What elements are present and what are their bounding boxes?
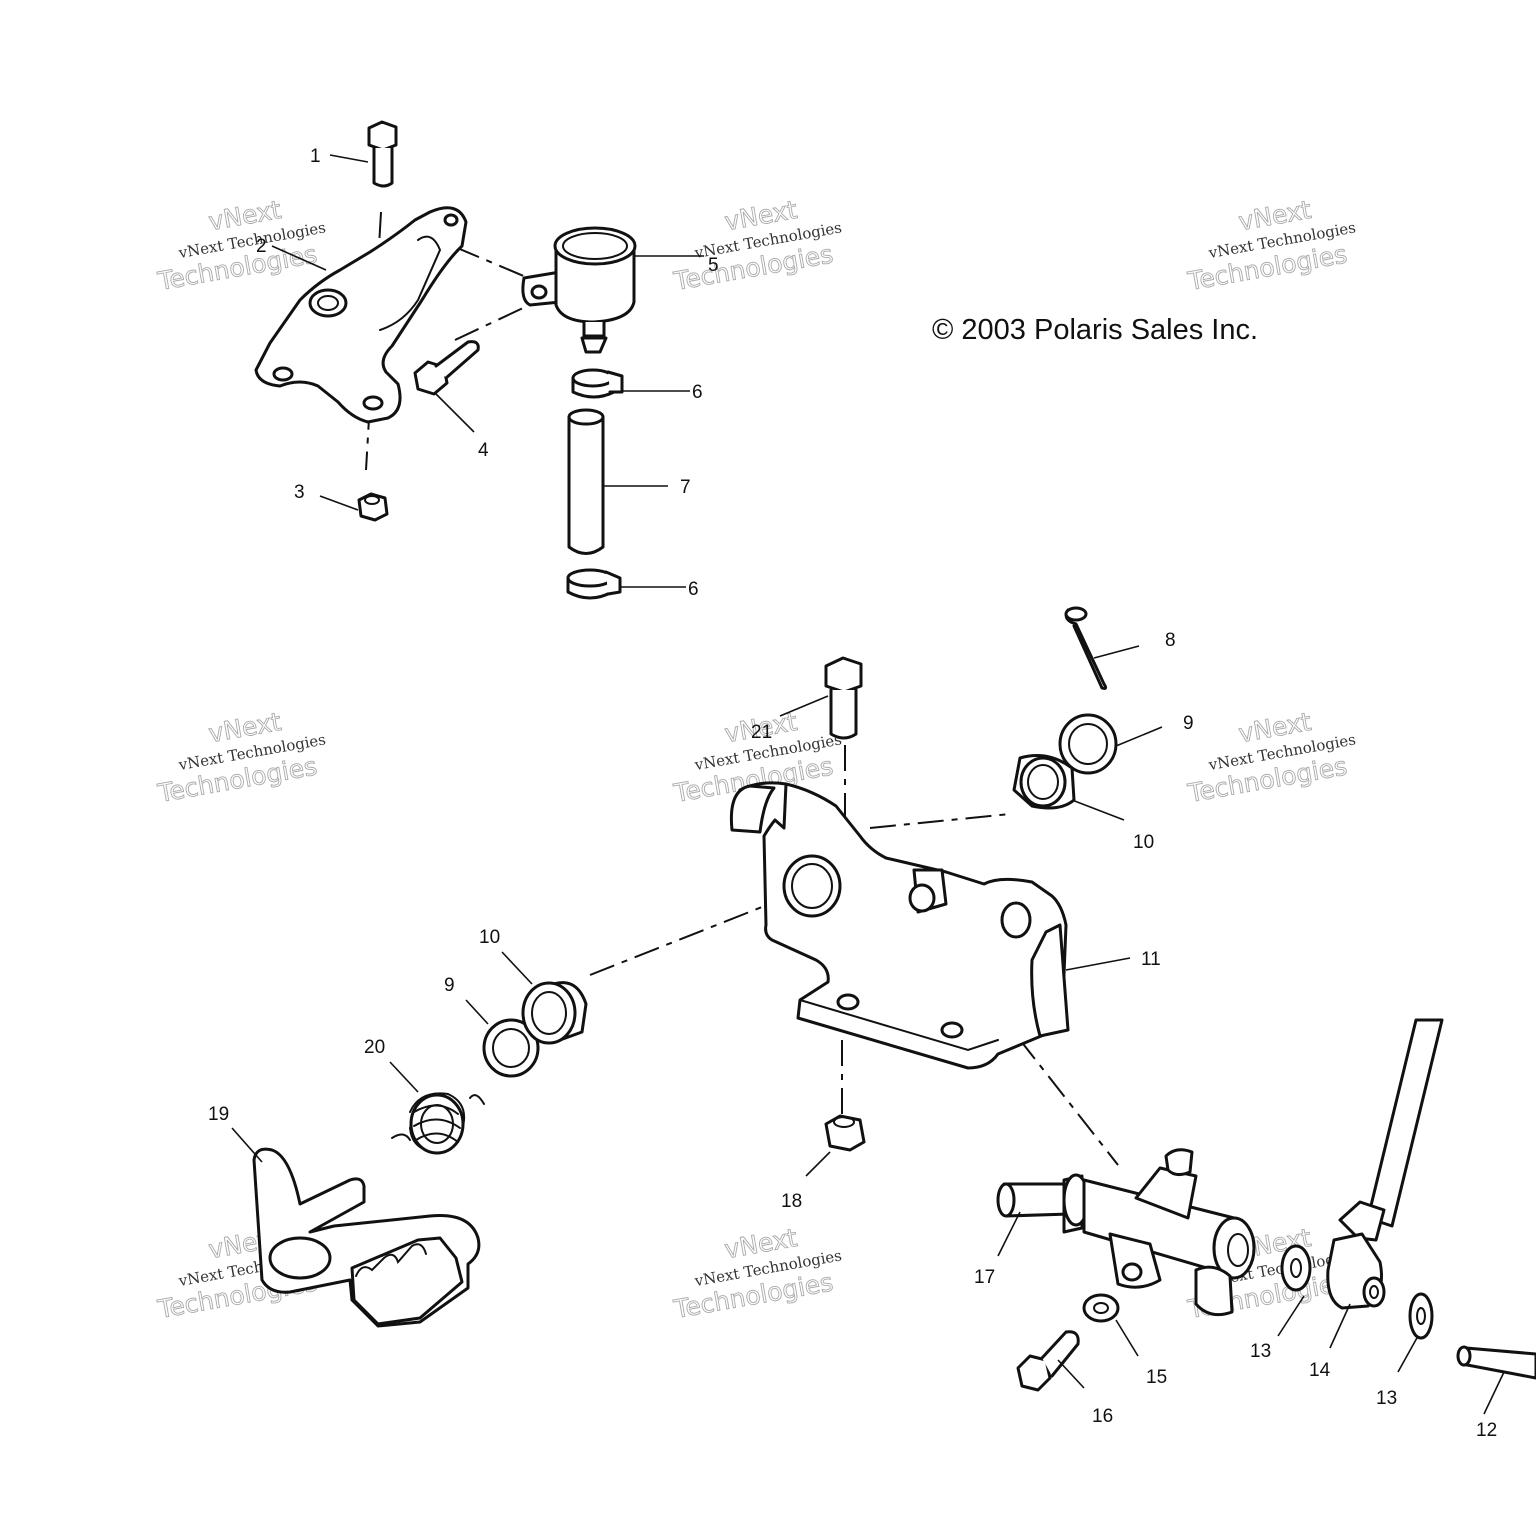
part-17-master-cylinder <box>996 1148 1256 1317</box>
callout-4: 4 <box>478 440 489 461</box>
part-15-washer <box>1082 1293 1120 1323</box>
part-21-bolt <box>824 656 863 740</box>
callout-2: 2 <box>256 236 267 257</box>
copyright-text: © 2003 Polaris Sales Inc. <box>932 314 1258 346</box>
callout-5: 5 <box>708 255 719 276</box>
watermark-top-center: vNext vNext Technologies Technologies <box>671 195 844 297</box>
callout-14: 14 <box>1309 1360 1331 1381</box>
callout-6-lower: 6 <box>688 579 699 600</box>
callout-11: 11 <box>1141 949 1161 970</box>
part-13-washer-left <box>1280 1244 1312 1292</box>
callout-10-left: 10 <box>479 927 500 948</box>
part-10-bushing-right <box>1012 754 1076 810</box>
part-12-pin <box>1456 1345 1536 1380</box>
callout-7: 7 <box>680 477 691 498</box>
callout-19: 19 <box>208 1104 229 1125</box>
callout-18: 18 <box>781 1191 802 1212</box>
callout-1: 1 <box>310 146 321 167</box>
part-6-clamp-lower <box>566 568 622 600</box>
part-14-clevis <box>1326 1018 1444 1310</box>
part-20-spring <box>391 1092 485 1155</box>
part-9-washer-left <box>482 1018 540 1078</box>
part-13-washer-right <box>1408 1292 1434 1340</box>
callout-10-right: 10 <box>1133 832 1154 853</box>
callout-17: 17 <box>974 1267 995 1288</box>
callout-numbers: 1 2 3 4 5 6 7 6 8 9 10 11 12 13 13 14 15… <box>208 146 1497 1441</box>
watermark-bottom-center: vNext vNext Technologies Technologies <box>671 1223 844 1325</box>
callout-13-right: 13 <box>1376 1388 1397 1409</box>
part-7-hose <box>567 408 605 555</box>
part-11-pivot-bracket <box>729 781 1070 1070</box>
callout-16: 16 <box>1092 1406 1113 1427</box>
callout-8: 8 <box>1165 630 1176 651</box>
part-18-nut <box>824 1114 866 1152</box>
callout-9-left: 9 <box>444 975 455 996</box>
watermark-top-right: vNext vNext Technologies Technologies <box>1185 195 1358 297</box>
part-2-bracket <box>254 206 468 424</box>
part-6-clamp-upper <box>571 368 624 399</box>
watermark-middle-left: vNext vNext Technologies Technologies <box>155 707 328 809</box>
callout-6-upper: 6 <box>692 382 703 403</box>
part-9-washer-right <box>1058 713 1118 775</box>
part-19-brake-pedal <box>252 1147 481 1328</box>
part-1-bolt <box>367 120 398 188</box>
part-3-nut <box>357 492 389 522</box>
part-10-bushing-left <box>521 981 588 1045</box>
callout-20: 20 <box>364 1037 385 1058</box>
part-16-bolt <box>1016 1330 1080 1392</box>
part-8-cotter-pin <box>1064 606 1108 690</box>
callout-3: 3 <box>294 482 305 503</box>
watermark-top-left: vNext vNext Technologies Technologies <box>155 195 328 297</box>
watermark-middle-right: vNext vNext Technologies Technologies <box>1185 707 1358 809</box>
callout-12: 12 <box>1476 1420 1497 1441</box>
callout-9-right: 9 <box>1183 713 1194 734</box>
callout-15: 15 <box>1146 1367 1167 1388</box>
part-4-screw <box>413 340 480 396</box>
callout-21: 21 <box>751 722 772 743</box>
leader-lines <box>231 154 1505 1415</box>
part-5-reservoir <box>521 226 637 354</box>
callout-13-left: 13 <box>1250 1341 1271 1362</box>
